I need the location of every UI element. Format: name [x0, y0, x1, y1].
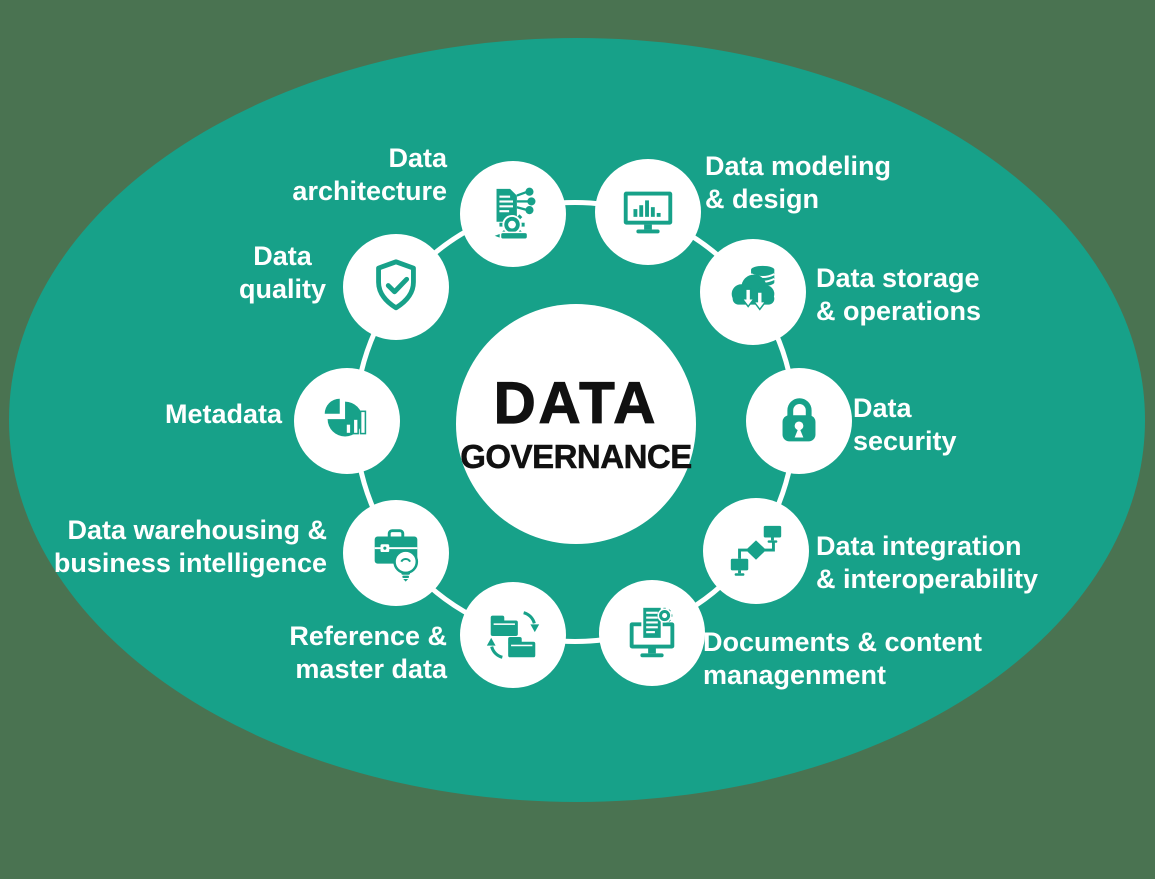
label-line: security	[853, 426, 957, 456]
label-line: Documents & content	[703, 627, 983, 657]
label-data-security: Data security	[853, 392, 957, 458]
label-line: Data storage	[816, 263, 980, 293]
label-line: architecture	[292, 176, 447, 206]
document-gear-pencil-icon	[482, 183, 544, 245]
pie-chart-bars-icon	[316, 390, 378, 452]
label-data-modeling-design: Data modeling & design	[705, 150, 891, 216]
label-documents-content-management: Documents & content managenment	[703, 626, 982, 692]
label-line: Data	[853, 393, 912, 423]
label-data-warehousing-business-intelligence: Data warehousing & business intelligence	[54, 514, 327, 580]
label-data-quality: Data quality	[239, 240, 326, 306]
label-line: quality	[238, 274, 326, 304]
monitor-document-gear-icon	[621, 602, 683, 664]
node-data-quality	[343, 234, 449, 340]
label-line: Metadata	[164, 399, 282, 429]
node-data-modeling-design	[595, 159, 701, 265]
label-line: & interoperability	[816, 564, 1039, 594]
label-line: Data modeling	[705, 151, 892, 181]
label-metadata: Metadata	[165, 398, 282, 431]
label-line: business intelligence	[53, 548, 327, 578]
node-data-architecture	[460, 161, 566, 267]
label-data-integration-interoperability: Data integration & interoperability	[816, 530, 1038, 596]
label-line: Data	[253, 241, 312, 271]
node-data-integration-interoperability	[703, 498, 809, 604]
padlock-icon	[768, 390, 830, 452]
briefcase-lightbulb-icon	[365, 522, 427, 584]
label-line: Reference &	[289, 621, 447, 651]
monitor-bar-chart-icon	[617, 181, 679, 243]
node-documents-content-management	[599, 580, 705, 686]
label-line: master data	[295, 654, 447, 684]
label-line: managenment	[703, 660, 887, 690]
label-data-storage-operations: Data storage & operations	[816, 262, 981, 328]
label-line: Data	[388, 143, 447, 173]
node-data-storage-operations	[700, 239, 806, 345]
node-metadata	[294, 368, 400, 474]
folder-sync-icon	[482, 604, 544, 666]
label-line: & operations	[816, 296, 982, 326]
label-data-architecture: Data architecture	[292, 142, 447, 208]
node-reference-master-data	[460, 582, 566, 688]
node-data-warehousing-business-intelligence	[343, 500, 449, 606]
label-reference-master-data: Reference & master data	[289, 620, 447, 686]
shield-check-icon	[365, 256, 427, 318]
cloud-database-download-icon	[722, 261, 784, 323]
label-line: Data integration	[816, 531, 1022, 561]
node-data-security	[746, 368, 852, 474]
label-line: Data warehousing &	[67, 515, 327, 545]
diagram-title-line1: DATA	[493, 371, 659, 436]
diagram-title-line2: GOVERNANCE	[460, 438, 693, 475]
label-line: & design	[705, 184, 820, 214]
center-title-circle: DATA GOVERNANCE	[456, 304, 696, 544]
flowchart-nodes-icon	[725, 520, 787, 582]
